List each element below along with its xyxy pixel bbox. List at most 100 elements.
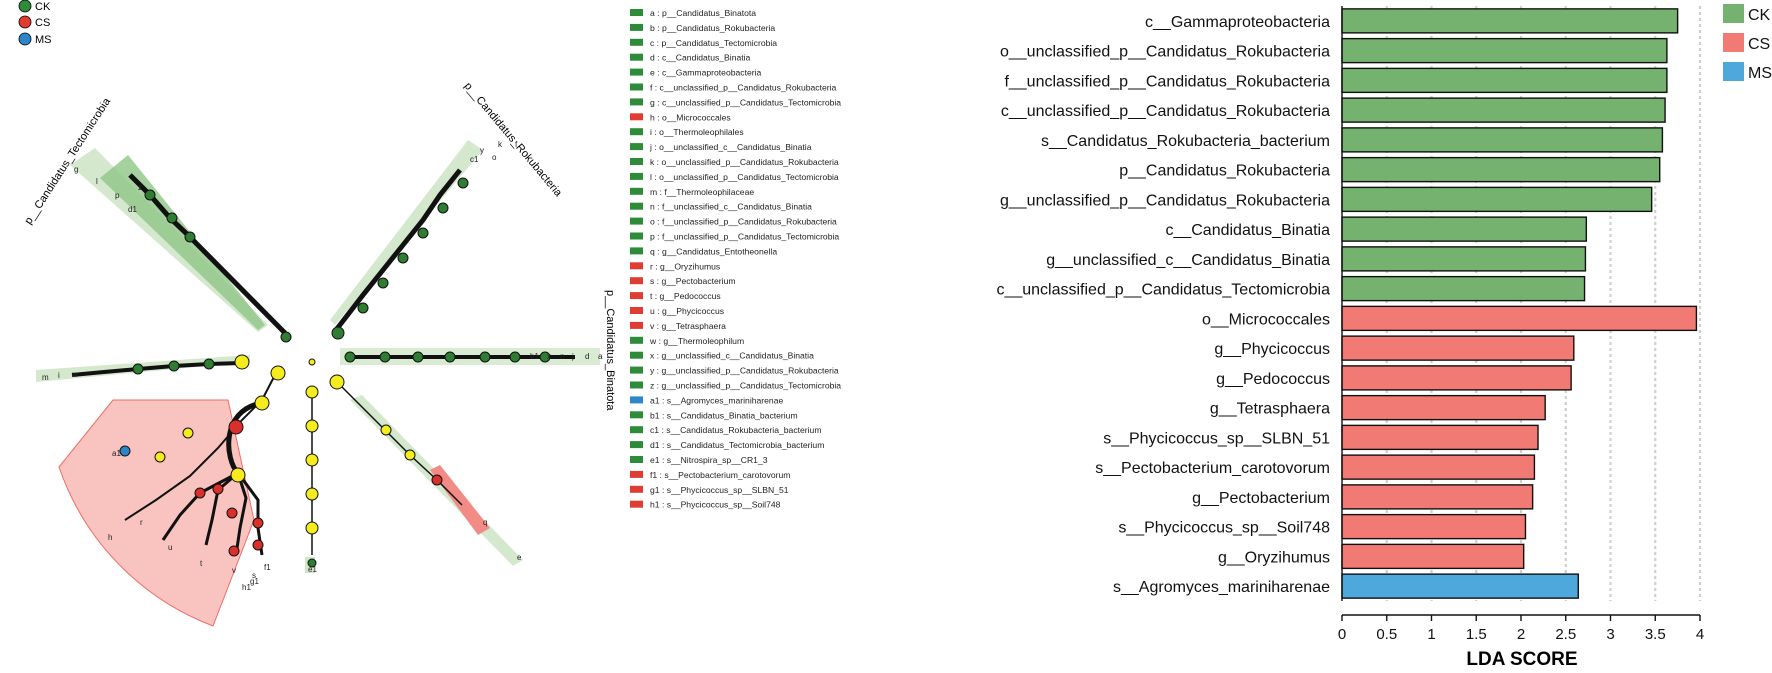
legend-label-ck: CK xyxy=(35,1,51,13)
node-actino-5 xyxy=(154,451,166,463)
key-swatch xyxy=(630,411,643,419)
key-entry: v : g__Tetrasphaera xyxy=(650,321,726,331)
node-letter: q xyxy=(483,518,487,527)
category-label: p__Candidatus_Rokubacteria xyxy=(1119,163,1330,180)
node-bina-7 xyxy=(539,351,551,363)
node-bina-3 xyxy=(412,351,424,363)
key-swatch xyxy=(630,9,643,16)
branch-cs-leaves xyxy=(161,471,239,541)
node-letter: y xyxy=(480,146,484,155)
node-letter: c1 xyxy=(470,155,479,164)
key-entry: t : g__Pedococcus xyxy=(650,291,721,301)
node-letter: p xyxy=(115,191,120,200)
node-letter: o xyxy=(492,153,497,162)
node-letter: a xyxy=(598,352,603,361)
key-entry: d1 : s__Candidatus_Tectomicrobia_bacteri… xyxy=(650,440,824,450)
clade-label-rokubacteria: p__Candidatus_Rokubacteria xyxy=(462,80,565,199)
node-letter: f1 xyxy=(264,563,271,572)
node-y-2 xyxy=(305,419,319,433)
lda-category-labels: c__Gammaproteobacteria o__unclassified_p_… xyxy=(996,14,1330,596)
branch-thermoleophila xyxy=(71,361,243,377)
key-entry: f1 : s__Pectobacterium_carotovorum xyxy=(650,470,790,480)
sector-pectobacterium xyxy=(430,465,490,535)
category-label: c__Gammaproteobacteria xyxy=(1145,14,1330,31)
bar xyxy=(1341,543,1525,570)
category-label: s__Phycicoccus_sp__Soil748 xyxy=(1118,520,1330,537)
lda-x-axis-label: LDA SCORE xyxy=(1466,649,1577,670)
x-tick-label: 3.5 xyxy=(1645,626,1666,643)
key-swatch xyxy=(630,321,643,329)
node-y-1 xyxy=(305,385,319,399)
key-entry: e1 : s__Nitrospira_sp__CR1_3 xyxy=(650,455,768,465)
category-label: o__Micrococcales xyxy=(1202,311,1330,328)
node-letter: e xyxy=(517,553,522,562)
legend-label: MS xyxy=(1748,65,1772,82)
bar xyxy=(1341,305,1698,332)
node-letter: d1 xyxy=(128,205,137,214)
key-swatch xyxy=(630,187,643,195)
cladogram: CK CS MS xyxy=(18,0,841,627)
node-letter: h1 xyxy=(242,583,251,592)
category-label: o__unclassified_p__Candidatus_Rokubacter… xyxy=(1000,44,1330,61)
node-letter: j xyxy=(571,352,574,361)
branch-gamma xyxy=(336,381,463,506)
lda-grid xyxy=(1385,6,1702,601)
node-letter: t xyxy=(200,559,203,568)
key-entry: h : o__Micrococcales xyxy=(650,112,731,122)
key-entry: p : f__unclassified_p__Candidatus_Tectom… xyxy=(650,232,839,242)
key-swatch xyxy=(630,262,643,270)
category-label: g__unclassified_c__Candidatus_Binatia xyxy=(1046,252,1330,269)
key-entry: w : g__Thermoleophilum xyxy=(649,336,744,346)
bar xyxy=(1341,216,1588,242)
node-gamma-2 xyxy=(380,424,392,436)
node-letter: h xyxy=(108,533,112,542)
node-cs-4 xyxy=(252,517,264,529)
key-swatch xyxy=(630,23,643,31)
key-swatch xyxy=(630,441,643,449)
node-thermo-3 xyxy=(168,360,180,372)
key-entry: n : f__unclassified_c__Candidatus_Binati… xyxy=(650,202,812,212)
bar xyxy=(1341,365,1572,391)
key-swatch xyxy=(630,143,643,151)
bar xyxy=(1341,424,1539,451)
key-entry: z : g__unclassified_p__Candidatus_Tectom… xyxy=(650,381,841,391)
key-entry: r : g__Oryzihumus xyxy=(650,261,720,271)
node-roku-2 xyxy=(357,302,369,314)
clade-label-binatota: p__Candidatus_Binatota xyxy=(604,290,616,411)
node-thermo-2 xyxy=(203,358,215,370)
sector-tectomicrobia-inner xyxy=(100,155,265,330)
node-tecto-2 xyxy=(184,231,196,243)
key-swatch xyxy=(630,98,643,106)
key-entry: u : g__Phycicoccus xyxy=(650,306,724,316)
legend-swatch xyxy=(1723,62,1744,81)
legend-label: CS xyxy=(1748,36,1770,53)
legend-label-cs: CS xyxy=(35,17,50,29)
x-tick-label: 2 xyxy=(1517,626,1525,643)
node-root xyxy=(308,358,316,366)
key-entry: l : o__unclassified_p__Candidatus_Tectom… xyxy=(650,172,839,182)
key-swatch xyxy=(630,292,643,300)
node-letter: m xyxy=(42,373,49,382)
key-entry: k : o__unclassified_p__Candidatus_Rokuba… xyxy=(650,157,839,167)
key-entry: o : f__unclassified_p__Candidatus_Rokuba… xyxy=(650,217,837,227)
key-entry: d : c__Candidatus_Binatia xyxy=(650,53,751,63)
legend-swatch xyxy=(1723,33,1744,52)
branch-cs-leaves2 xyxy=(204,471,239,546)
node-letter: v xyxy=(232,566,236,575)
node-roku-4 xyxy=(397,252,409,264)
node-tecto-4 xyxy=(144,189,156,201)
x-tick-label: 4 xyxy=(1696,626,1704,643)
node-roku-6 xyxy=(437,202,449,214)
node-cs-1 xyxy=(194,487,206,499)
legend-label: CK xyxy=(1748,7,1771,24)
legend-dot-ms xyxy=(18,32,32,46)
lda-legend: CK CS MS xyxy=(1723,4,1772,82)
node-y-3 xyxy=(305,453,319,467)
category-label: c__Candidatus_Binatia xyxy=(1165,222,1330,239)
node-roku-5 xyxy=(417,227,429,239)
clade-nodes xyxy=(119,177,551,568)
key-entry: f : c__unclassified_p__Candidatus_Rokuba… xyxy=(650,83,837,93)
node-cs-5 xyxy=(252,539,264,551)
bar xyxy=(1341,8,1679,34)
